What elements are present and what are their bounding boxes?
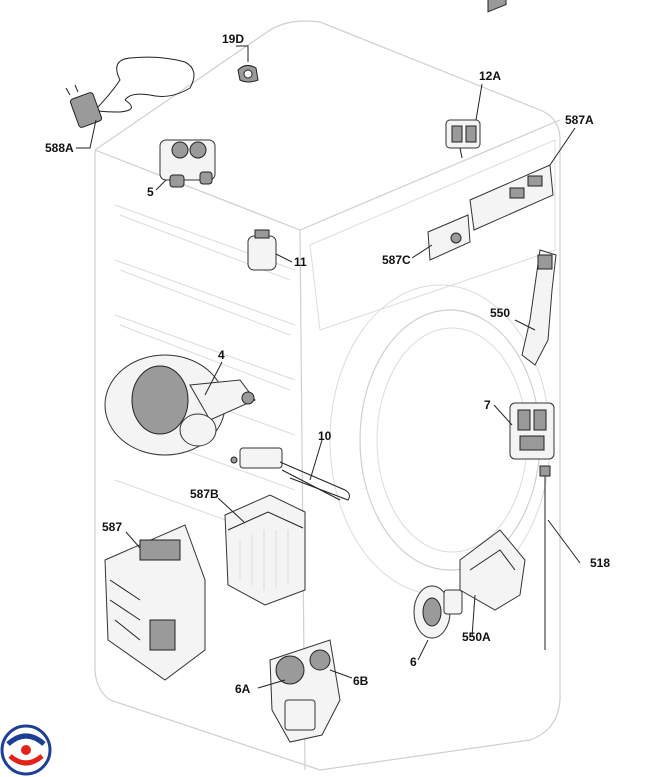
drain-pump-part bbox=[413, 585, 463, 639]
callout-5: 5 bbox=[147, 185, 154, 199]
callout-587B: 587B bbox=[190, 487, 219, 501]
callout-550: 550 bbox=[490, 306, 510, 320]
callout-587C: 587C bbox=[382, 253, 411, 267]
pressure-switch-part bbox=[445, 119, 481, 159]
callout-12A: 12A bbox=[479, 69, 501, 83]
heater-element-part bbox=[230, 447, 350, 501]
callout-4: 4 bbox=[218, 348, 225, 362]
pump-assembly-part bbox=[269, 639, 341, 743]
callout-6A: 6A bbox=[235, 682, 251, 696]
leader-lines bbox=[76, 45, 581, 689]
callout-6B: 6B bbox=[353, 674, 369, 688]
callout-labels: 19D 12A 588A 587A 5 587C 11 550 4 7 10 5… bbox=[45, 32, 610, 696]
display-board-part bbox=[427, 214, 471, 261]
door-lock-part bbox=[509, 402, 555, 460]
callout-6: 6 bbox=[410, 655, 417, 669]
motor-part bbox=[104, 354, 256, 456]
callout-19D: 19D bbox=[222, 32, 244, 46]
callout-518: 518 bbox=[590, 556, 610, 570]
callout-588A: 588A bbox=[45, 141, 74, 155]
power-module-part bbox=[224, 494, 306, 606]
clip-part bbox=[237, 64, 259, 83]
hinge-part bbox=[521, 249, 557, 366]
inlet-valve-part bbox=[159, 139, 216, 188]
bracket-part bbox=[459, 529, 526, 611]
callout-7: 7 bbox=[484, 398, 491, 412]
main-pcb-part bbox=[104, 524, 206, 681]
callout-550A: 550A bbox=[462, 630, 491, 644]
control-board-part bbox=[469, 0, 554, 231]
filter-part bbox=[247, 229, 277, 271]
callout-587A: 587A bbox=[565, 113, 594, 127]
power-cord-part bbox=[65, 56, 195, 128]
cable-rod-part bbox=[539, 465, 551, 650]
brand-logo-icon bbox=[0, 724, 52, 776]
callout-11: 11 bbox=[294, 255, 307, 269]
callout-10: 10 bbox=[318, 429, 332, 443]
callout-587: 587 bbox=[102, 520, 122, 534]
